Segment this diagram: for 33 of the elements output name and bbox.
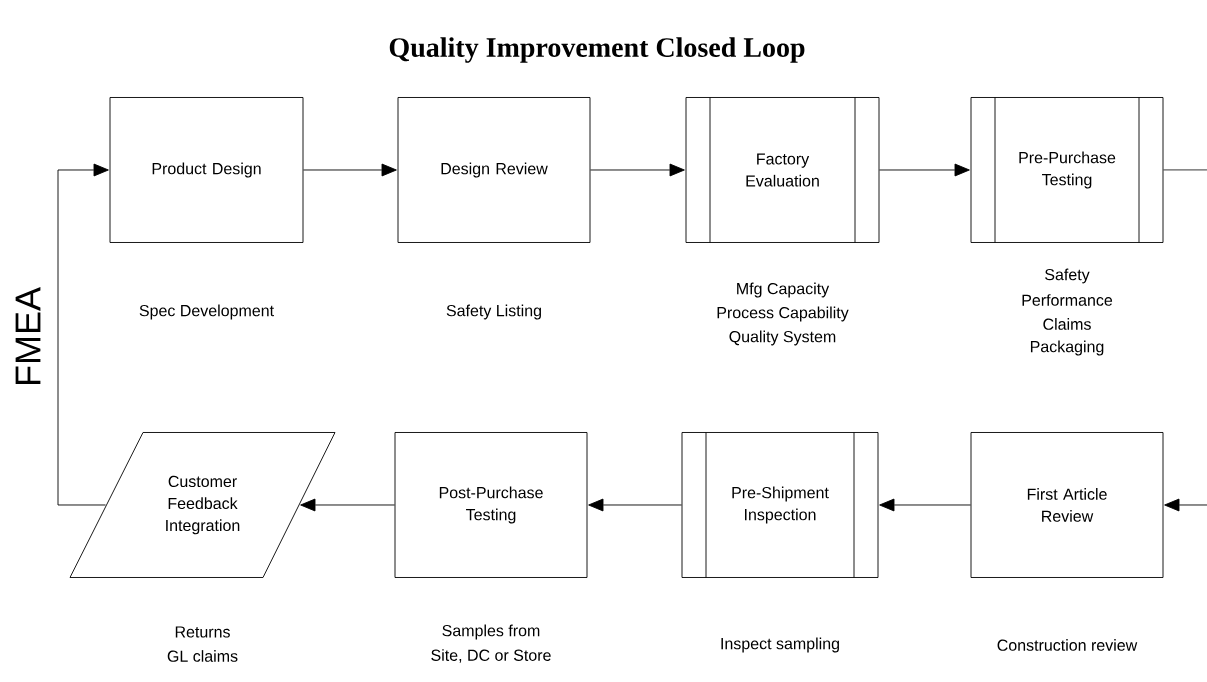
arrow bbox=[879, 163, 970, 177]
note-text: Inspect sampling bbox=[721, 637, 839, 653]
arrow bbox=[590, 163, 685, 177]
predefined-process-box: Pre-Purchase Testing bbox=[970, 97, 1164, 243]
note-text: Spec Development bbox=[139, 304, 274, 320]
note-text: GL claims bbox=[167, 650, 238, 662]
arrow bbox=[1164, 498, 1207, 512]
note-text: Safety bbox=[1045, 268, 1090, 284]
note-text: Quality System bbox=[729, 330, 836, 346]
process-box: Post-Purchase Testing bbox=[394, 432, 588, 578]
arrow bbox=[588, 498, 682, 512]
process-box: Design Review bbox=[397, 97, 591, 243]
side-label: FMEA bbox=[15, 287, 41, 385]
arrow bbox=[57, 163, 109, 506]
note-text: Performance bbox=[1022, 294, 1113, 306]
note-text: Samples from bbox=[442, 624, 540, 640]
note-text: Process Capability bbox=[717, 306, 849, 322]
note-text: Safety Listing bbox=[446, 304, 541, 320]
arrow bbox=[879, 498, 971, 512]
note-text: Packaging bbox=[1030, 340, 1104, 356]
note-text: Mfg Capacity bbox=[737, 282, 830, 298]
process-box: Product Design bbox=[109, 97, 304, 243]
note-text: Returns bbox=[175, 626, 230, 638]
data-parallelogram: Customer Feedback Integration bbox=[69, 432, 336, 578]
arrow bbox=[300, 498, 395, 512]
note-text: Site, DC or Store bbox=[431, 649, 551, 663]
predefined-process-box: Factory Evaluation bbox=[685, 97, 880, 243]
arrow bbox=[303, 163, 397, 177]
process-box: First Article Review bbox=[970, 432, 1164, 578]
title: Quality Improvement Closed Loop bbox=[389, 37, 805, 63]
note-text: Claims bbox=[1043, 318, 1091, 330]
note-text: Construction review bbox=[997, 639, 1138, 651]
predefined-process-box: Pre-Shipment Inspection bbox=[681, 432, 879, 578]
